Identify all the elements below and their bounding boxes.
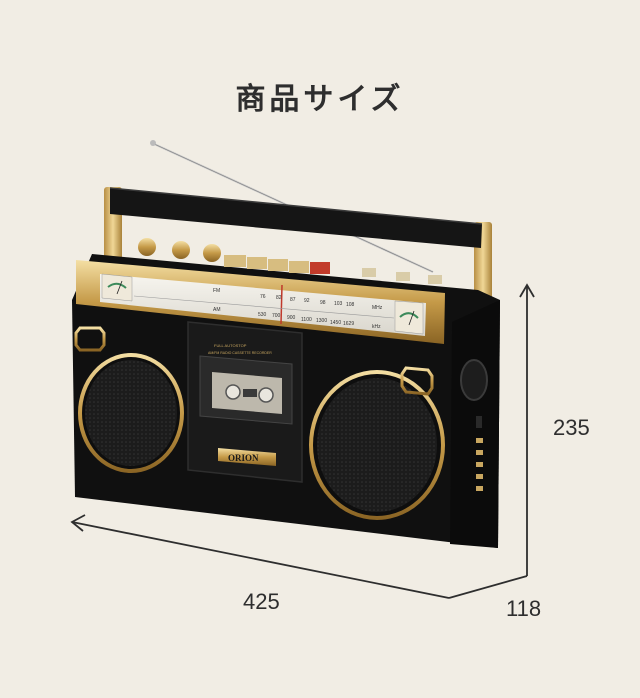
- top-controls: [138, 238, 442, 284]
- width-arrow-icon: [70, 514, 86, 532]
- depth-dimension: 118: [506, 596, 542, 621]
- deck-sublabel: AM/FM RADIO CASSETTE RECORDER: [208, 351, 272, 355]
- width-dimension: 425: [243, 589, 280, 614]
- fm-tick: 92: [304, 298, 310, 304]
- tuning-scale: FM AM 76 82 87 92 98 103 108 MHz 530 700…: [213, 288, 383, 330]
- side-knob: [460, 359, 488, 491]
- am-band-label: AM: [213, 307, 221, 313]
- am-unit: kHz: [372, 324, 381, 330]
- am-tick: 1100: [301, 317, 312, 323]
- fm-tick: 98: [320, 300, 326, 306]
- width-line: [71, 521, 450, 599]
- cassette-deck: FULL AUTOSTOP AM/FM RADIO CASSETTE RECOR…: [187, 321, 303, 483]
- fm-tick: 103: [334, 301, 343, 307]
- deck-label: FULL AUTOSTOP: [214, 343, 247, 348]
- am-tick: 1629: [343, 321, 354, 327]
- tuning-panel: [76, 260, 445, 344]
- am-tick: 900: [287, 315, 296, 321]
- side-ornaments: [74, 326, 434, 396]
- fm-tick: 76: [260, 294, 266, 300]
- fm-tick: 108: [346, 302, 355, 308]
- am-tick: 700: [272, 313, 281, 319]
- left-speaker: [78, 353, 184, 473]
- page-title: 商品サイズ: [235, 82, 405, 117]
- am-tick: 1450: [330, 320, 341, 326]
- depth-line: [448, 575, 528, 599]
- fm-tick: 82: [276, 295, 282, 301]
- brand-name: ORION: [228, 453, 259, 463]
- fm-band-label: FM: [213, 288, 220, 294]
- height-arrow-icon: [519, 283, 535, 298]
- height-dimension: 235: [553, 415, 590, 440]
- fm-tick: 87: [290, 297, 296, 303]
- dimension-lines: [70, 283, 535, 599]
- carry-handle: [104, 187, 492, 310]
- am-tick: 530: [258, 312, 267, 318]
- am-tick: 1300: [316, 318, 327, 324]
- right-speaker: [309, 370, 445, 520]
- fm-unit: MHz: [372, 305, 383, 311]
- brand-plate: [218, 448, 276, 466]
